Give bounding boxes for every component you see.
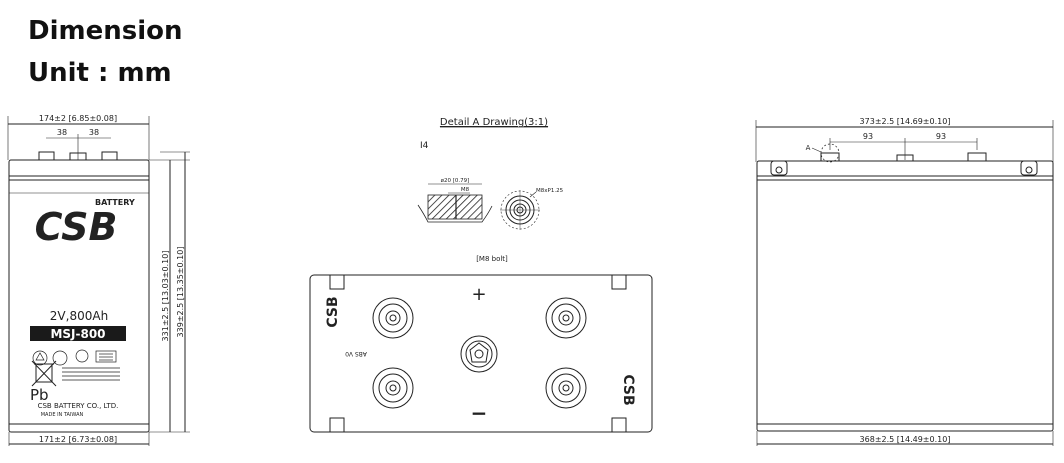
minus-sign: − bbox=[471, 401, 488, 425]
front-bottom-width: 171±2 [6.73±0.08] bbox=[39, 435, 117, 444]
pb-label: Pb bbox=[30, 386, 49, 404]
terminal-bottom-left bbox=[372, 367, 414, 409]
terminal-bottom-right bbox=[545, 367, 587, 409]
battery-case bbox=[8, 159, 150, 433]
terminal-top-left bbox=[372, 297, 414, 339]
rating-label: 2V,800Ah bbox=[50, 309, 108, 323]
front-top-width: 174±2 [6.85±0.08] bbox=[39, 114, 117, 123]
detail-marker: I4 bbox=[420, 141, 429, 151]
detail-thread-spec: M8xP1.25 bbox=[536, 188, 564, 194]
terminal bbox=[38, 151, 55, 161]
page-title: Dimension bbox=[28, 16, 183, 46]
terminal-top-right bbox=[545, 297, 587, 339]
side-spacing-right: 93 bbox=[936, 132, 946, 141]
front-view: 174±2 [6.85±0.08] 38 38 BATTERY CSB 2V,8… bbox=[7, 114, 190, 446]
battery-label: BATTERY bbox=[95, 198, 135, 207]
vent-cap bbox=[460, 335, 498, 373]
csb-logo: CSB bbox=[35, 205, 118, 249]
front-height-outer: 339±2.5 [13.35±0.10] bbox=[176, 247, 185, 338]
crossed-bin-icon bbox=[31, 360, 57, 387]
top-view: + − ABS V0 CSB CSB bbox=[309, 274, 653, 433]
plus-sign: + bbox=[471, 284, 486, 305]
csb-logo-right: CSB bbox=[620, 374, 636, 405]
front-height-inner: 331±2.5 [13.03±0.10] bbox=[161, 251, 170, 342]
terminal-base bbox=[417, 204, 493, 223]
model-label: MSJ-800 bbox=[50, 327, 105, 341]
battery-side bbox=[756, 160, 1054, 432]
model-banner bbox=[30, 326, 126, 341]
made-label: MADE IN TAIWAN bbox=[41, 412, 84, 418]
detail-thread: M8 bbox=[461, 187, 470, 193]
terminal-face bbox=[500, 190, 540, 230]
terminal-profile bbox=[427, 194, 483, 220]
csb-logo-left: CSB bbox=[325, 296, 341, 327]
side-spacing-left: 93 bbox=[863, 132, 873, 141]
side-view: 373±2.5 [14.69±0.10] 93 93 A 368±2.5 [14… bbox=[755, 117, 1054, 446]
battery-top bbox=[309, 274, 653, 433]
detail-a: Detail A Drawing(3:1) I4 ø20 [0.79] M8 M… bbox=[417, 117, 564, 263]
detail-diameter: ø20 [0.79] bbox=[441, 178, 470, 184]
terminal bbox=[101, 151, 118, 161]
marker-a: A bbox=[806, 144, 811, 152]
front-spacing-left: 38 bbox=[57, 128, 67, 137]
unit-label: Unit : mm bbox=[28, 58, 172, 88]
front-spacing-right: 38 bbox=[89, 128, 99, 137]
recycle-icons bbox=[32, 349, 120, 381]
material-label: ABS V0 bbox=[345, 350, 367, 357]
terminal bbox=[967, 152, 987, 162]
detail-title: Detail A Drawing(3:1) bbox=[440, 117, 548, 128]
company-label: CSB BATTERY CO., LTD. bbox=[38, 402, 119, 410]
side-top-width: 373±2.5 [14.69±0.10] bbox=[860, 117, 951, 126]
side-bottom-width: 368±2.5 [14.49±0.10] bbox=[860, 435, 951, 444]
detail-bolt: [M8 bolt] bbox=[476, 255, 508, 263]
